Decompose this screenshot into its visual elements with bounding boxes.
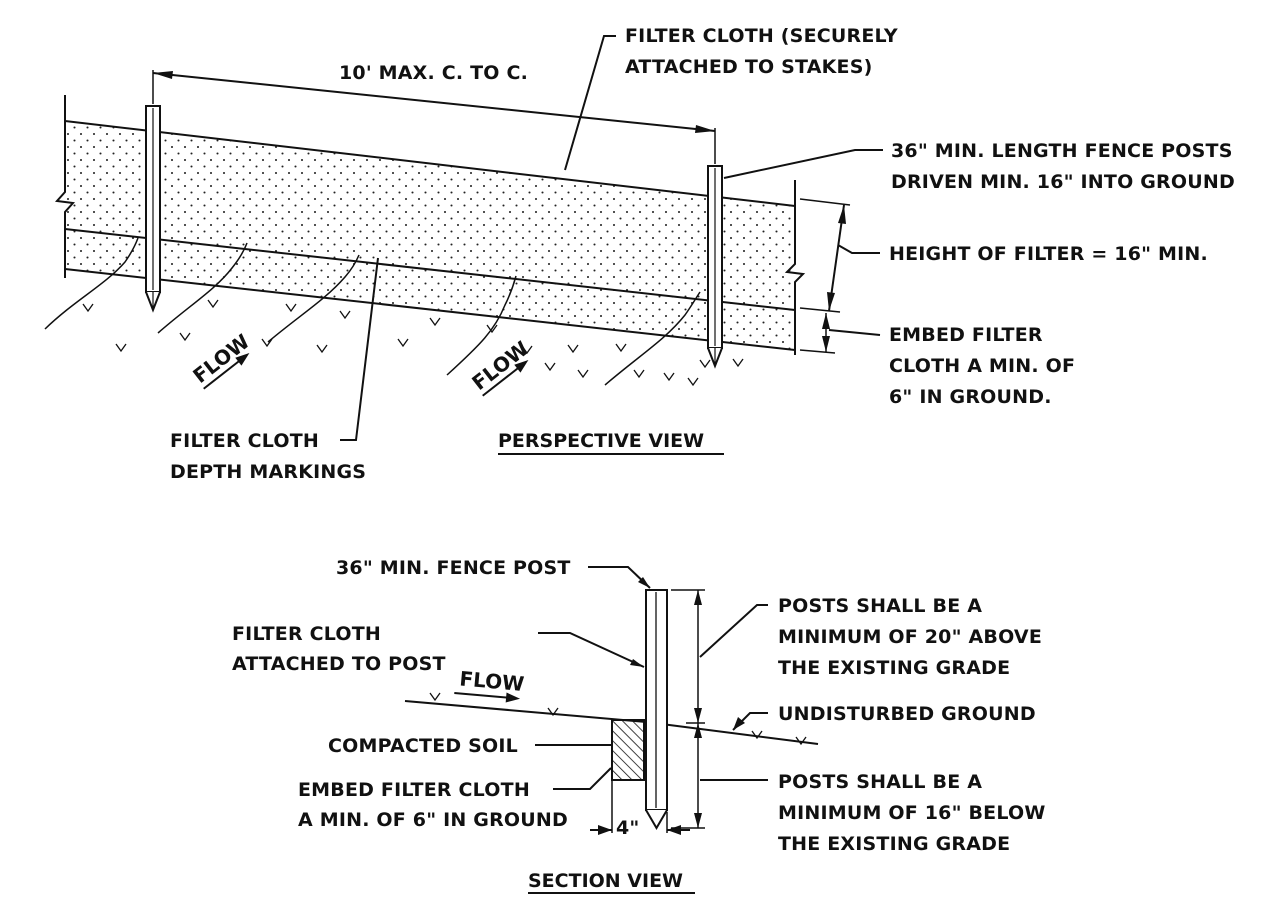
spacing-dimension <box>152 70 716 164</box>
perspective-view: 10' MAX. C. TO C. FILTER CLOTH (SECURELY… <box>44 25 1235 483</box>
ground-label: UNDISTURBED GROUND <box>778 703 1036 725</box>
fence-posts-leader <box>723 149 883 179</box>
embed-label-line1: EMBED FILTER <box>889 324 1043 346</box>
ground-contours <box>44 237 701 386</box>
height-label: HEIGHT OF FILTER = 16" MIN. <box>889 243 1208 265</box>
compacted-soil-label: COMPACTED SOIL <box>328 735 518 757</box>
section-embed-leader <box>553 767 612 790</box>
embed-label-line3: 6" IN GROUND. <box>889 386 1052 408</box>
posts-below-label-line1: POSTS SHALL BE A <box>778 771 982 793</box>
svg-text:FLOW: FLOW <box>459 666 526 696</box>
fence-posts-label-line2: DRIVEN MIN. 16" INTO GROUND <box>891 171 1235 193</box>
posts-above-label-line1: POSTS SHALL BE A <box>778 595 982 617</box>
left-break-line <box>54 95 76 278</box>
section-view: FLOW 36" MIN. FENCE POST FILTER CLOTH AT… <box>232 557 1046 894</box>
filter-cloth-label-line1: FILTER CLOTH (SECURELY <box>625 25 898 47</box>
perspective-view-title: PERSPECTIVE VIEW <box>498 430 704 452</box>
posts-below-label-line2: MINIMUM OF 16" BELOW <box>778 802 1046 824</box>
section-embed-label-line1: EMBED FILTER CLOTH <box>298 779 530 801</box>
depth-markings-label-line2: DEPTH MARKINGS <box>170 461 366 483</box>
filter-cloth-leader <box>564 35 616 171</box>
embed-label-line2: CLOTH A MIN. OF <box>889 355 1075 377</box>
posts-below-label-line3: THE EXISTING GRADE <box>778 833 1010 855</box>
existing-grade-right <box>645 721 819 745</box>
right-break-line <box>784 180 806 355</box>
fence-post-left <box>145 105 161 313</box>
filter-cloth-top-edge <box>64 120 796 207</box>
posts-above-label-line2: MINIMUM OF 20" ABOVE <box>778 626 1042 648</box>
depth-markings-leader <box>340 257 379 441</box>
posts-above-leader <box>699 604 768 658</box>
post-height-dimension <box>671 589 705 829</box>
filter-cloth-label-line2: ATTACHED TO STAKES) <box>625 56 873 78</box>
fence-posts-label-line1: 36" MIN. LENGTH FENCE POSTS <box>891 140 1233 162</box>
fence-post-leader <box>588 566 651 589</box>
grass-marks <box>82 299 744 387</box>
posts-above-label-line3: THE EXISTING GRADE <box>778 657 1010 679</box>
filter-attached-label-line2: ATTACHED TO POST <box>232 653 446 675</box>
filter-attached-leader <box>538 632 645 668</box>
filter-attached-label-line1: FILTER CLOTH <box>232 623 381 645</box>
flow-arrow-left: FLOW <box>188 329 254 390</box>
width-label: 4" <box>616 817 640 839</box>
fence-post-label: 36" MIN. FENCE POST <box>336 557 571 579</box>
section-flow-arrow: FLOW <box>454 666 526 703</box>
compacted-soil-block <box>611 719 645 781</box>
ground-line-upper <box>64 228 796 311</box>
height-dimension <box>799 198 880 354</box>
filter-cloth-band <box>65 121 795 350</box>
filter-cloth-bottom-edge <box>64 268 796 351</box>
section-grass-marks <box>429 692 807 746</box>
section-view-title: SECTION VIEW <box>528 870 683 892</box>
section-fence-post <box>645 589 668 830</box>
width-dimension <box>590 812 690 835</box>
fence-post-right <box>707 165 723 369</box>
spacing-label: 10' MAX. C. TO C. <box>339 62 528 84</box>
depth-markings-label-line1: FILTER CLOTH <box>170 430 319 452</box>
embed-dimension <box>822 313 881 352</box>
section-embed-label-line2: A MIN. OF 6" IN GROUND <box>298 809 568 831</box>
existing-grade-left <box>404 700 647 723</box>
